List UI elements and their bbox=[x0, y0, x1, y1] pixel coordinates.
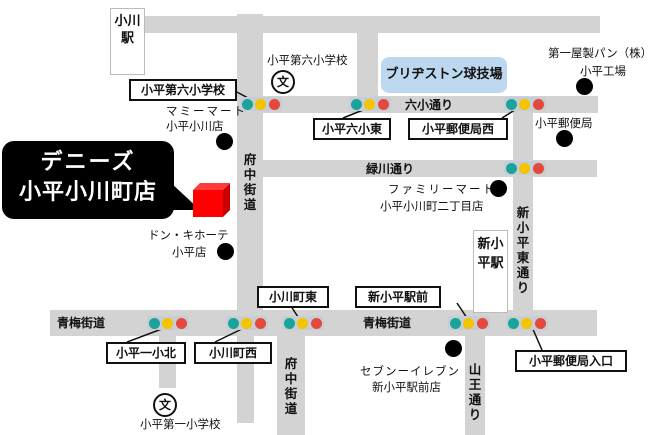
traffic-signal-icon bbox=[282, 316, 324, 330]
donki-dot-icon bbox=[217, 243, 234, 260]
road-label-oume-right: 青梅街道 bbox=[363, 316, 412, 330]
donki-label-line2: 小平店 bbox=[172, 245, 207, 259]
familymart-label-line2: 小平小川町二丁目店 bbox=[380, 199, 484, 213]
post-office-label: 小平郵便局 bbox=[535, 116, 593, 130]
road-label-shinkodaira-higashi: 新小平東通り bbox=[516, 205, 530, 295]
school6-label: 小平第六小学校 bbox=[267, 53, 348, 67]
store-name-line2: 小平小川町店 bbox=[18, 180, 157, 205]
traffic-signal-icon bbox=[147, 316, 189, 330]
intersection-kodaira1sho-kita: 小平一小北 bbox=[106, 342, 186, 364]
road-connector-upper bbox=[357, 16, 378, 100]
road-label-midorikawa: 緑川通り bbox=[366, 162, 415, 176]
familymart-dot-icon bbox=[490, 180, 507, 197]
bakery-label-line1: 第一屋製パン（株） bbox=[548, 46, 653, 60]
store-name-line1: デニーズ bbox=[40, 150, 136, 175]
road-label-rokusho: 六小通り bbox=[405, 98, 454, 112]
traffic-signal-icon bbox=[506, 316, 548, 330]
seven-dot-icon bbox=[445, 340, 462, 357]
road-fuchu-lower bbox=[277, 336, 305, 435]
school-icon: 文 bbox=[271, 70, 295, 94]
bakery-dot-icon bbox=[576, 78, 593, 95]
road-midorikawa bbox=[263, 160, 597, 177]
bridgestone-stadium: ブリヂストン球技場 bbox=[381, 57, 507, 93]
traffic-signal-icon bbox=[448, 316, 490, 330]
traffic-signal-icon bbox=[504, 161, 546, 175]
traffic-signal-icon bbox=[349, 97, 391, 111]
intersection-shinkodaira-ekimae: 新小平駅前 bbox=[355, 286, 441, 308]
mammy-label-line1: マミーマート bbox=[166, 104, 247, 118]
intersection-ogawacho-higashi: 小川町東 bbox=[257, 286, 329, 308]
traffic-signal-icon bbox=[240, 97, 282, 111]
mammy-dot-icon bbox=[216, 133, 233, 150]
traffic-signal-icon bbox=[504, 97, 546, 111]
station-shinkodaira: 新小平駅 bbox=[473, 230, 508, 313]
intersection-kodaira6sho: 小平第六小学校 bbox=[129, 79, 237, 101]
school1-label: 小平第一小学校 bbox=[140, 417, 221, 431]
intersection-ogawacho-nishi: 小川町西 bbox=[194, 342, 272, 364]
road-label-fuchu-lower: 府中街道 bbox=[284, 356, 298, 416]
store-callout: デニーズ 小平小川町店 bbox=[2, 141, 174, 219]
mammy-label-line2: 小平小川店 bbox=[166, 119, 224, 133]
traffic-signal-icon bbox=[226, 316, 268, 330]
intersection-yubinkyoku-nishi: 小平郵便局西 bbox=[408, 118, 508, 140]
intersection-yubinkyoku-iriguchi: 小平郵便局入口 bbox=[515, 350, 627, 372]
road-label-oume-left: 青梅街道 bbox=[57, 316, 106, 330]
seven-label-line1: セブンーイレブン bbox=[360, 364, 460, 378]
bakery-label-line2: 小平工場 bbox=[580, 64, 626, 78]
road-label-sanno: 山王通り bbox=[468, 362, 482, 422]
familymart-label-line1: ファミリーマート bbox=[388, 182, 496, 196]
road-sanno bbox=[465, 336, 485, 435]
road-shinkodaira-higashi bbox=[513, 96, 533, 314]
road-label-fuchu-upper: 府中街道 bbox=[243, 152, 257, 212]
station-ogawa: 小川駅 bbox=[110, 8, 145, 75]
seven-label-line2: 新小平駅前店 bbox=[372, 380, 441, 394]
school-icon: 文 bbox=[153, 393, 177, 417]
post-office-dot-icon bbox=[556, 130, 573, 147]
intersection-kodaira6sho-higashi: 小平六小東 bbox=[313, 118, 391, 140]
donki-label-line1: ドン・キホーテ bbox=[148, 228, 229, 242]
road-fuchu-upper bbox=[237, 14, 263, 314]
